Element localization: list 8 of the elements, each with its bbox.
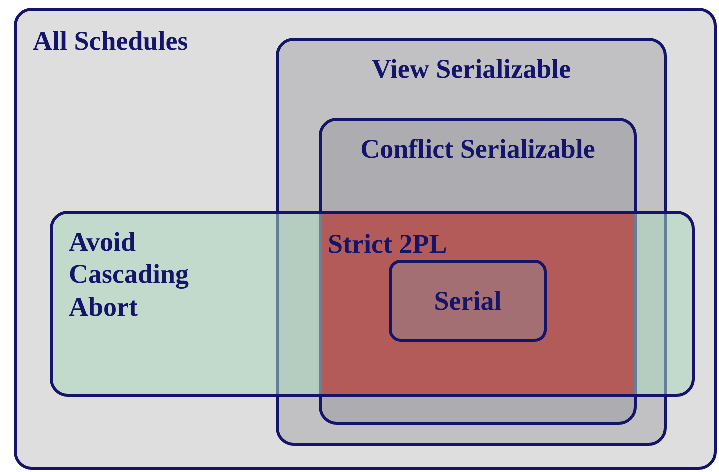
set-label: Strict 2PL	[328, 228, 448, 260]
intersection-region	[322, 214, 634, 394]
set-label: All Schedules	[33, 25, 188, 58]
set-label: Serial	[434, 284, 502, 318]
set-label: Conflict Serializable	[360, 133, 596, 166]
set-label: View Serializable	[372, 53, 572, 86]
set-region	[389, 260, 547, 342]
set-label: Avoid Cascading Abort	[69, 226, 190, 324]
